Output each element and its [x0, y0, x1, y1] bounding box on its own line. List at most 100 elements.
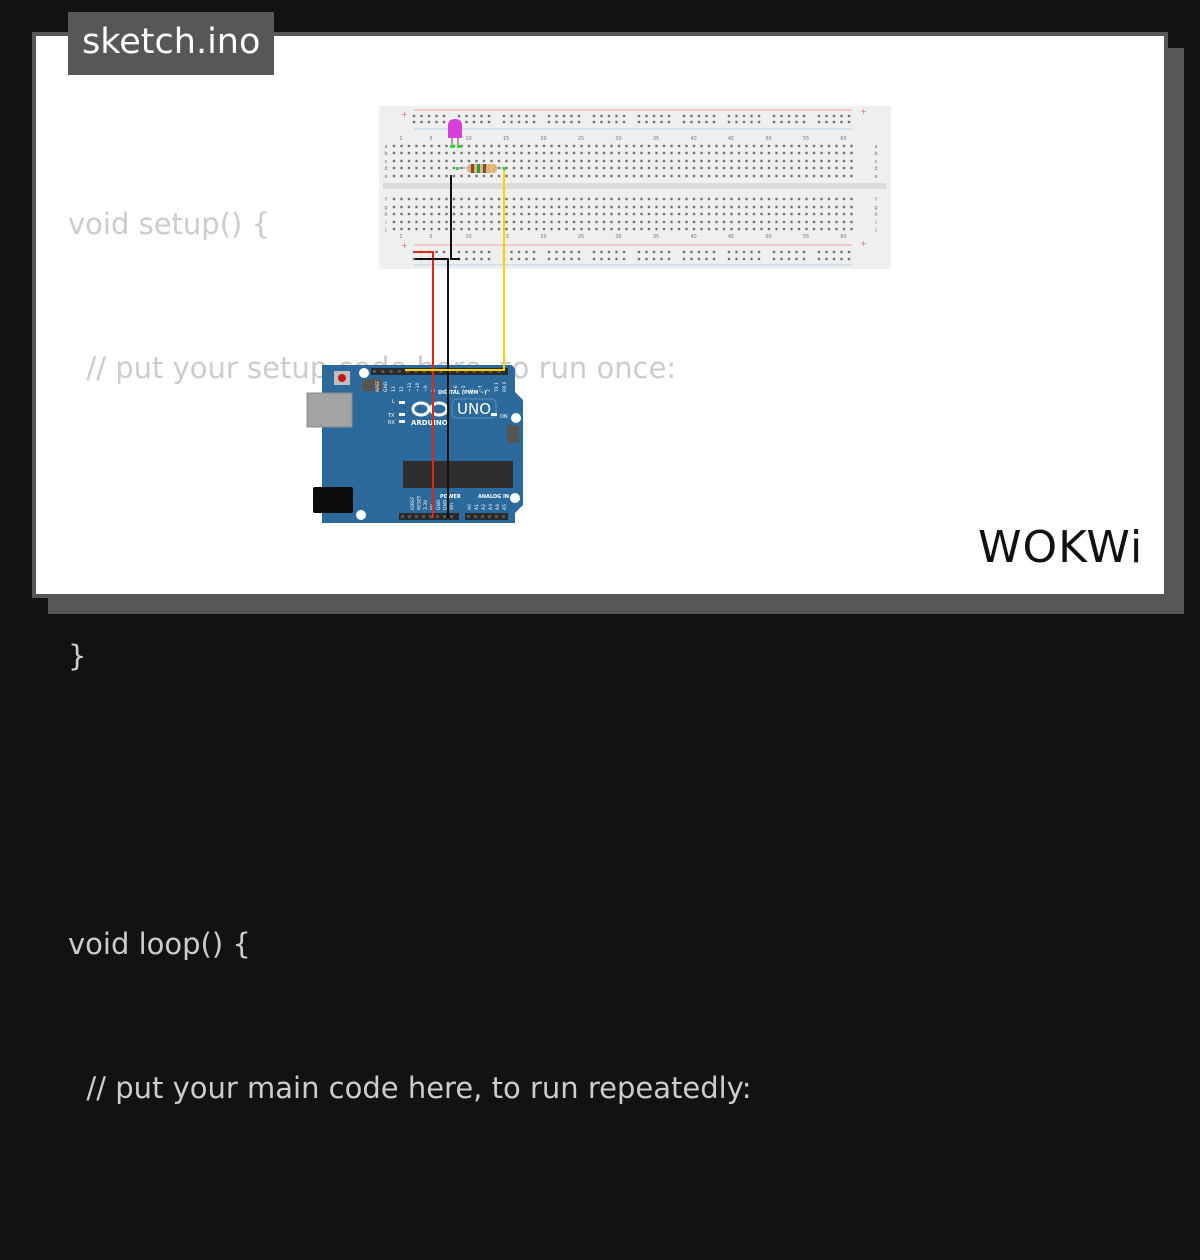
- breadboard-hole[interactable]: [840, 120, 843, 124]
- breadboard-hole[interactable]: [712, 114, 716, 118]
- breadboard-hole[interactable]: [797, 212, 801, 216]
- breadboard-hole[interactable]: [557, 151, 561, 155]
- breadboard-hole[interactable]: [580, 212, 583, 216]
- breadboard-hole[interactable]: [602, 151, 606, 155]
- breadboard-hole[interactable]: [682, 114, 686, 118]
- breadboard-hole[interactable]: [475, 144, 478, 148]
- breadboard-hole[interactable]: [805, 144, 808, 148]
- breadboard-hole[interactable]: [632, 144, 636, 148]
- breadboard-hole[interactable]: [775, 197, 778, 201]
- breadboard-hole[interactable]: [655, 205, 658, 209]
- breadboard-hole[interactable]: [787, 257, 791, 261]
- breadboard-hole[interactable]: [562, 257, 566, 261]
- breadboard-hole[interactable]: [542, 220, 546, 224]
- breadboard-hole[interactable]: [745, 220, 748, 224]
- breadboard-hole[interactable]: [482, 159, 486, 163]
- breadboard-hole[interactable]: [610, 144, 613, 148]
- breadboard-hole[interactable]: [602, 174, 606, 178]
- breadboard-hole[interactable]: [577, 250, 581, 254]
- breadboard-hole[interactable]: [727, 114, 731, 118]
- breadboard-hole[interactable]: [640, 212, 643, 216]
- breadboard-hole[interactable]: [475, 197, 478, 201]
- breadboard-hole[interactable]: [760, 159, 763, 163]
- breadboard-hole[interactable]: [617, 151, 621, 155]
- breadboard-hole[interactable]: [490, 159, 493, 163]
- breadboard-hole[interactable]: [780, 120, 783, 124]
- breadboard-hole[interactable]: [745, 212, 748, 216]
- breadboard-hole[interactable]: [460, 144, 463, 148]
- breadboard-hole[interactable]: [775, 144, 778, 148]
- breadboard-hole[interactable]: [782, 174, 786, 178]
- breadboard-hole[interactable]: [775, 174, 778, 178]
- breadboard-hole[interactable]: [722, 174, 726, 178]
- breadboard-hole[interactable]: [827, 174, 831, 178]
- breadboard-hole[interactable]: [670, 151, 673, 155]
- breadboard-hole[interactable]: [392, 205, 396, 209]
- breadboard-hole[interactable]: [407, 144, 411, 148]
- breadboard-hole[interactable]: [482, 205, 486, 209]
- breadboard-hole[interactable]: [775, 166, 778, 170]
- breadboard-hole[interactable]: [595, 144, 598, 148]
- breadboard-hole[interactable]: [842, 144, 846, 148]
- breadboard-hole[interactable]: [467, 151, 471, 155]
- breadboard-hole[interactable]: [512, 212, 516, 216]
- breadboard-hole[interactable]: [437, 144, 441, 148]
- breadboard-hole[interactable]: [842, 227, 846, 231]
- breadboard-hole[interactable]: [782, 197, 786, 201]
- breadboard-hole[interactable]: [850, 166, 853, 170]
- breadboard-hole[interactable]: [692, 197, 696, 201]
- breadboard-hole[interactable]: [670, 166, 673, 170]
- breadboard-hole[interactable]: [652, 257, 656, 261]
- breadboard-hole[interactable]: [767, 212, 771, 216]
- breadboard-hole[interactable]: [797, 227, 801, 231]
- breadboard-hole[interactable]: [817, 120, 821, 124]
- breadboard-hole[interactable]: [555, 257, 558, 261]
- breadboard-hole[interactable]: [610, 205, 613, 209]
- breadboard-hole[interactable]: [615, 114, 618, 118]
- breadboard-hole[interactable]: [415, 174, 418, 178]
- breadboard-hole[interactable]: [692, 220, 696, 224]
- breadboard-hole[interactable]: [802, 120, 806, 124]
- breadboard-hole[interactable]: [705, 120, 708, 124]
- breadboard-hole[interactable]: [637, 250, 641, 254]
- breadboard-hole[interactable]: [565, 212, 568, 216]
- power-pin[interactable]: [415, 515, 418, 518]
- breadboard-hole[interactable]: [557, 205, 561, 209]
- breadboard-hole[interactable]: [617, 205, 621, 209]
- breadboard-hole[interactable]: [625, 227, 628, 231]
- breadboard-hole[interactable]: [790, 144, 793, 148]
- breadboard-hole[interactable]: [647, 197, 651, 201]
- breadboard-hole[interactable]: [415, 205, 418, 209]
- breadboard-hole[interactable]: [422, 166, 426, 170]
- breadboard-hole[interactable]: [827, 159, 831, 163]
- breadboard-hole[interactable]: [430, 144, 433, 148]
- breadboard-hole[interactable]: [797, 220, 801, 224]
- breadboard-hole[interactable]: [505, 197, 508, 201]
- breadboard-hole[interactable]: [700, 174, 703, 178]
- breadboard-hole[interactable]: [632, 220, 636, 224]
- breadboard-hole[interactable]: [565, 151, 568, 155]
- breadboard-hole[interactable]: [730, 159, 733, 163]
- breadboard-hole[interactable]: [550, 227, 553, 231]
- breadboard-hole[interactable]: [840, 250, 843, 254]
- breadboard-hole[interactable]: [602, 166, 606, 170]
- breadboard-hole[interactable]: [632, 174, 636, 178]
- breadboard-hole[interactable]: [660, 250, 663, 254]
- breadboard-hole[interactable]: [737, 151, 741, 155]
- breadboard-hole[interactable]: [572, 220, 576, 224]
- breadboard-hole[interactable]: [497, 197, 501, 201]
- breadboard-hole[interactable]: [735, 257, 738, 261]
- breadboard-hole[interactable]: [562, 250, 566, 254]
- breadboard-hole[interactable]: [750, 120, 753, 124]
- breadboard-hole[interactable]: [512, 174, 516, 178]
- breadboard-hole[interactable]: [782, 151, 786, 155]
- breadboard-hole[interactable]: [555, 120, 558, 124]
- breadboard-hole[interactable]: [835, 159, 838, 163]
- breadboard-hole[interactable]: [547, 114, 551, 118]
- breadboard-hole[interactable]: [662, 205, 666, 209]
- breadboard-hole[interactable]: [475, 151, 478, 155]
- breadboard-hole[interactable]: [700, 227, 703, 231]
- breadboard-hole[interactable]: [550, 159, 553, 163]
- breadboard-hole[interactable]: [467, 197, 471, 201]
- breadboard-hole[interactable]: [827, 144, 831, 148]
